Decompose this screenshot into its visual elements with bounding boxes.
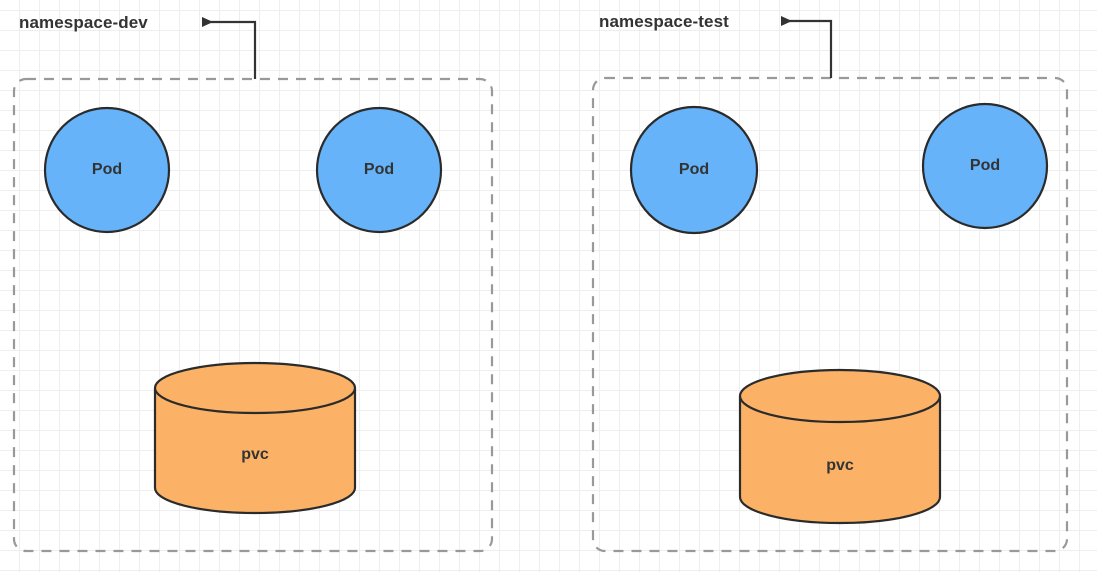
pvc-node[interactable] [153,361,357,515]
pvc-top-ellipse [738,368,942,424]
pvc-body [738,394,942,525]
namespace-label-test: namespace-test [599,12,729,31]
namespace-callout-arrow-dev [202,17,257,79]
namespace-label-dev: namespace-dev [19,13,148,32]
pod-node[interactable] [629,105,759,235]
namespace-callout-arrow-test [781,16,833,78]
namespace-group-dev[interactable] [12,17,494,553]
pod-node[interactable] [921,102,1049,230]
pvc-body [153,386,357,515]
namespace-group-test[interactable] [591,16,1069,553]
pod-node[interactable] [43,106,171,234]
pod-node[interactable] [315,106,443,234]
pvc-node[interactable] [738,368,942,525]
pvc-top-ellipse [153,361,357,415]
